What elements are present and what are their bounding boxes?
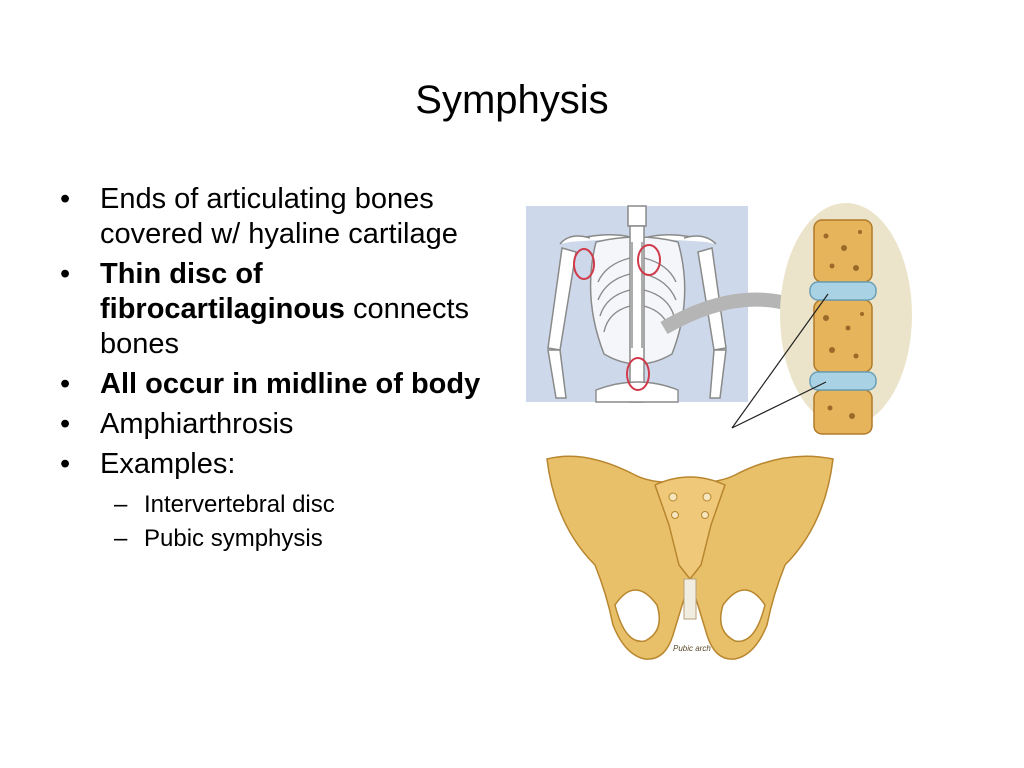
pubic-symphysis-disc bbox=[683, 578, 697, 620]
bullet-text: Examples: bbox=[100, 448, 236, 480]
slide-title: Symphysis bbox=[415, 78, 609, 122]
pointer-lines bbox=[731, 293, 829, 429]
skeleton-drawing bbox=[547, 205, 727, 403]
joint-highlight-circles bbox=[573, 244, 661, 391]
vertebrae-drawing bbox=[809, 219, 877, 435]
obturator-right bbox=[720, 589, 766, 643]
bullet-item: Thin disc of fibrocartilaginous connects… bbox=[56, 257, 506, 362]
bullet-text: Ends of articulating bones covered w/ hy… bbox=[100, 183, 458, 250]
bullet-text: connects bones bbox=[100, 293, 470, 360]
pelvis-label: Pubic arch bbox=[673, 644, 711, 653]
bullet-bold-text: Thin disc of fibrocartilaginous bbox=[100, 258, 345, 325]
bullet-item: Ends of articulating bones covered w/ hy… bbox=[56, 182, 506, 252]
bullet-bold-text: All occur in midline of body bbox=[100, 368, 481, 400]
obturator-left bbox=[614, 589, 660, 643]
bullet-item: All occur in midline of body bbox=[56, 367, 506, 402]
skeleton-illustration bbox=[526, 203, 912, 435]
example-item: Pubic symphysis bbox=[100, 522, 506, 556]
example-item: Intervertebral disc bbox=[100, 488, 506, 522]
bullet-item: Examples: Intervertebral disc Pubic symp… bbox=[56, 447, 506, 556]
bullet-text: Amphiarthrosis bbox=[100, 408, 294, 440]
examples-list: Intervertebral disc Pubic symphysis bbox=[100, 488, 506, 556]
sacrum bbox=[654, 476, 726, 581]
bullet-item: Amphiarthrosis bbox=[56, 407, 506, 442]
bullet-list: Ends of articulating bones covered w/ hy… bbox=[56, 182, 506, 561]
pelvis-illustration: Pubic arch bbox=[546, 455, 834, 660]
